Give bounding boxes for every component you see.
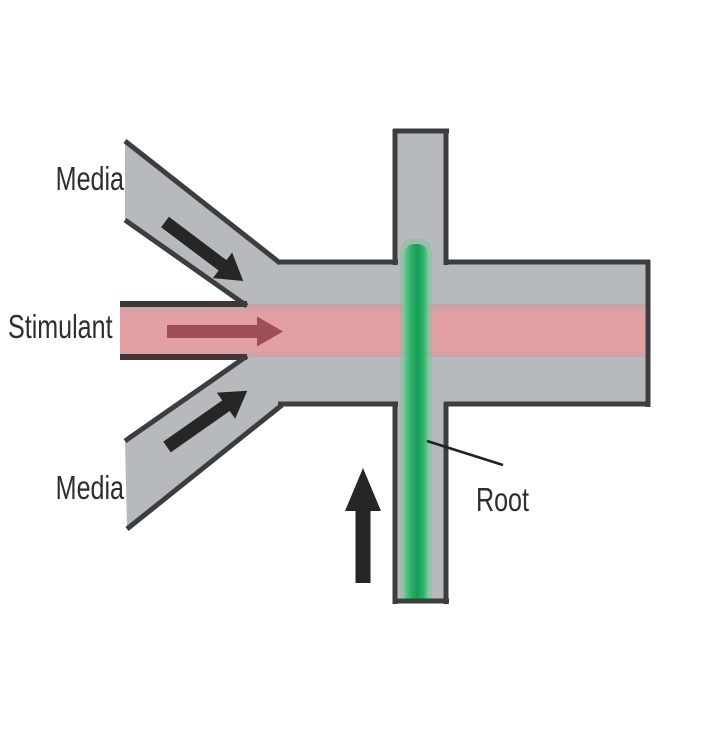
root-body: [404, 244, 428, 600]
root-entry-flow-arrow: [345, 468, 381, 583]
root-label: Root: [476, 481, 529, 518]
stimulant-label: Stimulant: [8, 308, 113, 345]
media-bottom-flow-arrow: [163, 390, 248, 453]
media-bottom-upper-edge: [123, 353, 249, 444]
media-top-label: Media: [55, 160, 124, 197]
media-top-upper-edge: [123, 139, 282, 265]
media-top-lower-edge: [123, 217, 249, 309]
root-leader-line: [426, 439, 504, 467]
media-top-flow-arrow: [161, 216, 244, 281]
stimulant-inlet-borders: [120, 301, 247, 360]
black-flow-arrows: [161, 216, 381, 583]
media-bottom-label: Media: [55, 469, 124, 506]
stimulant-flow-arrow: [167, 316, 283, 347]
root-channel-top: [393, 131, 448, 266]
channel-outlines: [123, 128, 651, 604]
media-bottom-lower-edge: [125, 403, 284, 531]
